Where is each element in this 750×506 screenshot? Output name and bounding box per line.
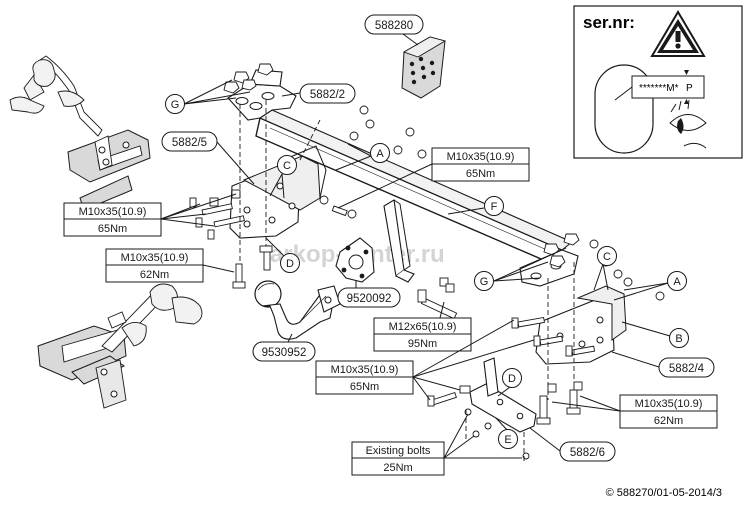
label-588280: 588280	[364, 14, 424, 46]
callout-a-top: A	[335, 143, 390, 171]
svg-text:B: B	[675, 333, 682, 345]
torque-spec-4: M12x65(10.9) 95Nm	[373, 301, 472, 352]
inset-tightening-bottom	[37, 283, 203, 409]
serial-number-panel: ser.nr: *******M* P	[573, 5, 743, 159]
serial-title: ser.nr:	[583, 13, 635, 32]
callout-b: B	[621, 321, 689, 348]
svg-text:E: E	[504, 434, 511, 446]
svg-text:62Nm: 62Nm	[140, 269, 169, 281]
callout-g-right: G	[474, 247, 567, 291]
svg-text:M10x35(10.9): M10x35(10.9)	[331, 364, 399, 376]
socket-plate-9520092	[335, 237, 375, 283]
warning-icon	[650, 10, 706, 57]
svg-text:5882/6: 5882/6	[570, 447, 605, 459]
svg-text:A: A	[673, 276, 681, 288]
svg-text:5882/4: 5882/4	[669, 363, 705, 375]
svg-text:65Nm: 65Nm	[466, 168, 495, 180]
svg-text:95Nm: 95Nm	[408, 338, 437, 350]
callout-e: E	[495, 417, 518, 449]
electrical-kit-588280	[401, 36, 447, 99]
callout-c-right: C	[593, 246, 617, 291]
bolts-left	[189, 63, 427, 289]
svg-text:M10x35(10.9): M10x35(10.9)	[121, 252, 189, 264]
svg-text:G: G	[171, 99, 180, 111]
lower-plate-5882-6	[427, 357, 583, 460]
torque-spec-5: M10x35(10.9) 65Nm	[315, 319, 535, 401]
callout-a-right: A	[613, 271, 687, 301]
label-5882-4: 5882/4	[611, 351, 715, 378]
svg-text:25Nm: 25Nm	[383, 462, 412, 474]
svg-text:5882/5: 5882/5	[172, 137, 207, 149]
label-9530952: 9530952	[252, 333, 316, 362]
callout-d-left: D	[265, 237, 300, 273]
svg-text:5882/2: 5882/2	[310, 89, 345, 101]
right-end-bracket	[519, 233, 665, 301]
callout-c-left: C	[269, 155, 297, 199]
center-support	[383, 199, 415, 283]
bolts-m12	[417, 277, 458, 320]
label-5882-2: 5882/2	[281, 83, 356, 104]
callout-d-bottom: D	[497, 368, 522, 397]
svg-text:M10x35(10.9): M10x35(10.9)	[635, 398, 703, 410]
torque-spec-6: M10x35(10.9) 62Nm	[551, 394, 718, 429]
eye-icon	[669, 99, 707, 149]
callout-f: F	[447, 196, 504, 216]
svg-text:D: D	[508, 373, 516, 385]
svg-text:9520092: 9520092	[347, 293, 392, 305]
side-plate-5882-4	[511, 285, 627, 365]
torque-spec-3: M10x35(10.9) 62Nm	[105, 248, 235, 283]
inset-tightening-top	[9, 55, 151, 211]
svg-text:M10x35(10.9): M10x35(10.9)	[79, 206, 147, 218]
svg-text:Existing bolts: Existing bolts	[366, 445, 431, 457]
torque-spec-2: M10x35(10.9) 65Nm	[337, 147, 530, 209]
svg-text:65Nm: 65Nm	[350, 381, 379, 393]
svg-text:62Nm: 62Nm	[654, 415, 683, 427]
svg-text:9530952: 9530952	[262, 347, 307, 359]
svg-text:588280: 588280	[375, 20, 413, 32]
serial-plate-text: *******M*	[639, 83, 679, 94]
label-5882-5: 5882/5	[161, 131, 255, 185]
svg-text:C: C	[603, 251, 611, 263]
label-9520092: 9520092	[337, 280, 401, 308]
svg-text:F: F	[491, 201, 498, 213]
torque-spec-existing-bolts: Existing bolts 25Nm	[351, 413, 522, 476]
torque-spec-1: M10x35(10.9) 65Nm	[63, 193, 237, 237]
svg-text:65Nm: 65Nm	[98, 223, 127, 235]
svg-text:G: G	[480, 276, 489, 288]
svg-text:M12x65(10.9): M12x65(10.9)	[389, 321, 457, 333]
svg-text:M10x35(10.9): M10x35(10.9)	[447, 151, 515, 163]
callout-g-top: G	[165, 79, 251, 114]
copyright: © 588270/01-05-2014/3	[606, 487, 722, 499]
serial-plate-letter: P	[686, 83, 693, 94]
svg-text:A: A	[376, 148, 384, 160]
svg-text:C: C	[283, 160, 291, 172]
ball-neck-9530952	[254, 280, 341, 340]
svg-text:D: D	[286, 258, 294, 270]
label-5882-6: 5882/6	[529, 427, 616, 462]
